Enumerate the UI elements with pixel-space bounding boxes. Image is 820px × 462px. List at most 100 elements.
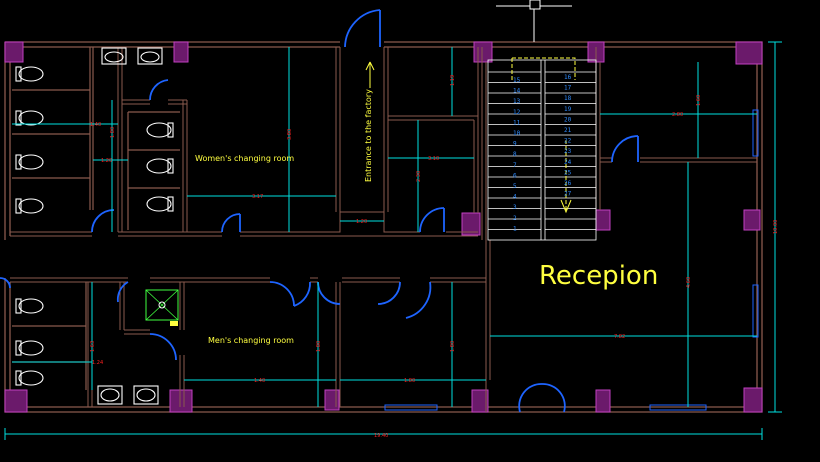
column — [595, 209, 611, 231]
sink — [101, 47, 127, 65]
stair-number: 15 — [513, 77, 521, 84]
door — [221, 213, 241, 233]
column — [471, 389, 489, 413]
dimension-label: 7.82 — [614, 334, 625, 340]
dimension-label: 3.10 — [428, 156, 439, 162]
toilet — [146, 196, 174, 212]
column — [473, 41, 493, 63]
dimension-label: 19.40 — [374, 433, 388, 439]
stair-number: 5 — [513, 183, 517, 190]
stair-number: 12 — [513, 109, 521, 116]
column — [735, 41, 763, 65]
door — [377, 281, 401, 305]
doors — [0, 9, 639, 413]
column — [4, 389, 28, 413]
shower — [145, 289, 179, 326]
sink — [97, 385, 123, 405]
stair-number: 23 — [564, 148, 572, 155]
stair-number: 24 — [564, 159, 572, 166]
mens-changing-room-label: Men's changing room — [208, 336, 294, 345]
stair-number: 10 — [513, 130, 521, 137]
double-door — [518, 383, 566, 413]
column — [4, 41, 24, 63]
dimension-label: 1.80 — [450, 341, 456, 352]
toilet — [15, 154, 44, 170]
column — [743, 387, 763, 413]
dimension-label: 1.60 — [696, 95, 702, 106]
dimension-label: 1.40 — [254, 378, 265, 384]
dimension-label: 1.80 — [110, 127, 116, 138]
entrance-arrow-icon — [365, 61, 375, 88]
dimension-label: 1.19 — [450, 75, 456, 86]
toilet — [15, 66, 44, 82]
dimension-lines — [4, 41, 782, 440]
stair-number: 9 — [513, 141, 517, 148]
toilet — [15, 110, 44, 126]
door — [116, 281, 129, 303]
stair-number: 16 — [564, 74, 572, 81]
toilet — [146, 158, 174, 174]
dimension-label: 1.24 — [92, 360, 103, 366]
stair-number: 18 — [564, 95, 572, 102]
stair-number: 3 — [513, 204, 517, 211]
dimension-label: 1.80 — [316, 341, 322, 352]
dimension-label: 4.60 — [686, 277, 692, 288]
stair-number: 7 — [513, 162, 517, 169]
toilet — [15, 340, 44, 356]
toilet — [15, 198, 44, 214]
stair-number: 17 — [564, 85, 572, 92]
entrance-label: Entrance to the factory — [364, 89, 373, 182]
dimension-labels: 1.40 1.20 1.80 3.80 3.17 1.20 1.19 3.10 … — [90, 75, 779, 439]
door — [0, 277, 11, 289]
stair-numbers-right: 16 17 18 19 20 21 22 23 24 25 26 27 — [564, 74, 572, 198]
stair-number: 26 — [564, 180, 572, 187]
dimension-label: 10.00 — [773, 220, 779, 234]
stair-number: 11 — [513, 119, 521, 126]
room-labels: Women's changing room Men's changing roo… — [195, 61, 658, 345]
stair-number: 6 — [513, 172, 517, 179]
stair-number: 22 — [564, 138, 572, 145]
toilet — [15, 298, 44, 314]
column — [743, 209, 761, 231]
column — [324, 389, 340, 411]
dimension-label: 2.30 — [416, 171, 422, 182]
stair-number: 2 — [513, 215, 517, 222]
column — [595, 389, 611, 413]
dimension-label: 2.80 — [672, 112, 683, 118]
door — [611, 135, 639, 163]
door — [91, 209, 115, 233]
sink — [133, 385, 159, 405]
door — [149, 79, 169, 101]
sink — [137, 47, 163, 65]
door — [269, 281, 295, 307]
dimension-label: 1.20 — [356, 219, 367, 225]
column — [173, 41, 189, 63]
dimension-label: 3.17 — [252, 194, 263, 200]
dimension-label: 1.20 — [101, 158, 112, 164]
interior-walls — [10, 47, 759, 412]
dimension-label: 1.80 — [404, 378, 415, 384]
door — [293, 281, 311, 307]
stair-number: 8 — [513, 151, 517, 158]
door — [317, 281, 341, 305]
dimension-label: 1.63 — [90, 341, 96, 352]
stair-number: 20 — [564, 116, 572, 123]
stair-number: 25 — [564, 169, 572, 176]
fixtures — [15, 47, 179, 405]
toilet — [146, 122, 174, 138]
stair-number: 4 — [513, 194, 517, 201]
door — [405, 281, 432, 319]
stair-number: 19 — [564, 106, 572, 113]
door — [419, 207, 445, 233]
stair-number: 27 — [564, 191, 572, 198]
column — [461, 212, 481, 236]
stair-number: 1 — [513, 225, 517, 232]
dimension-label: 1.40 — [90, 122, 101, 128]
entrance-door — [344, 9, 381, 48]
toilet — [15, 370, 44, 386]
stair-number: 21 — [564, 127, 572, 134]
womens-changing-room-label: Women's changing room — [195, 154, 294, 163]
dimension-label: 3.80 — [287, 129, 293, 140]
